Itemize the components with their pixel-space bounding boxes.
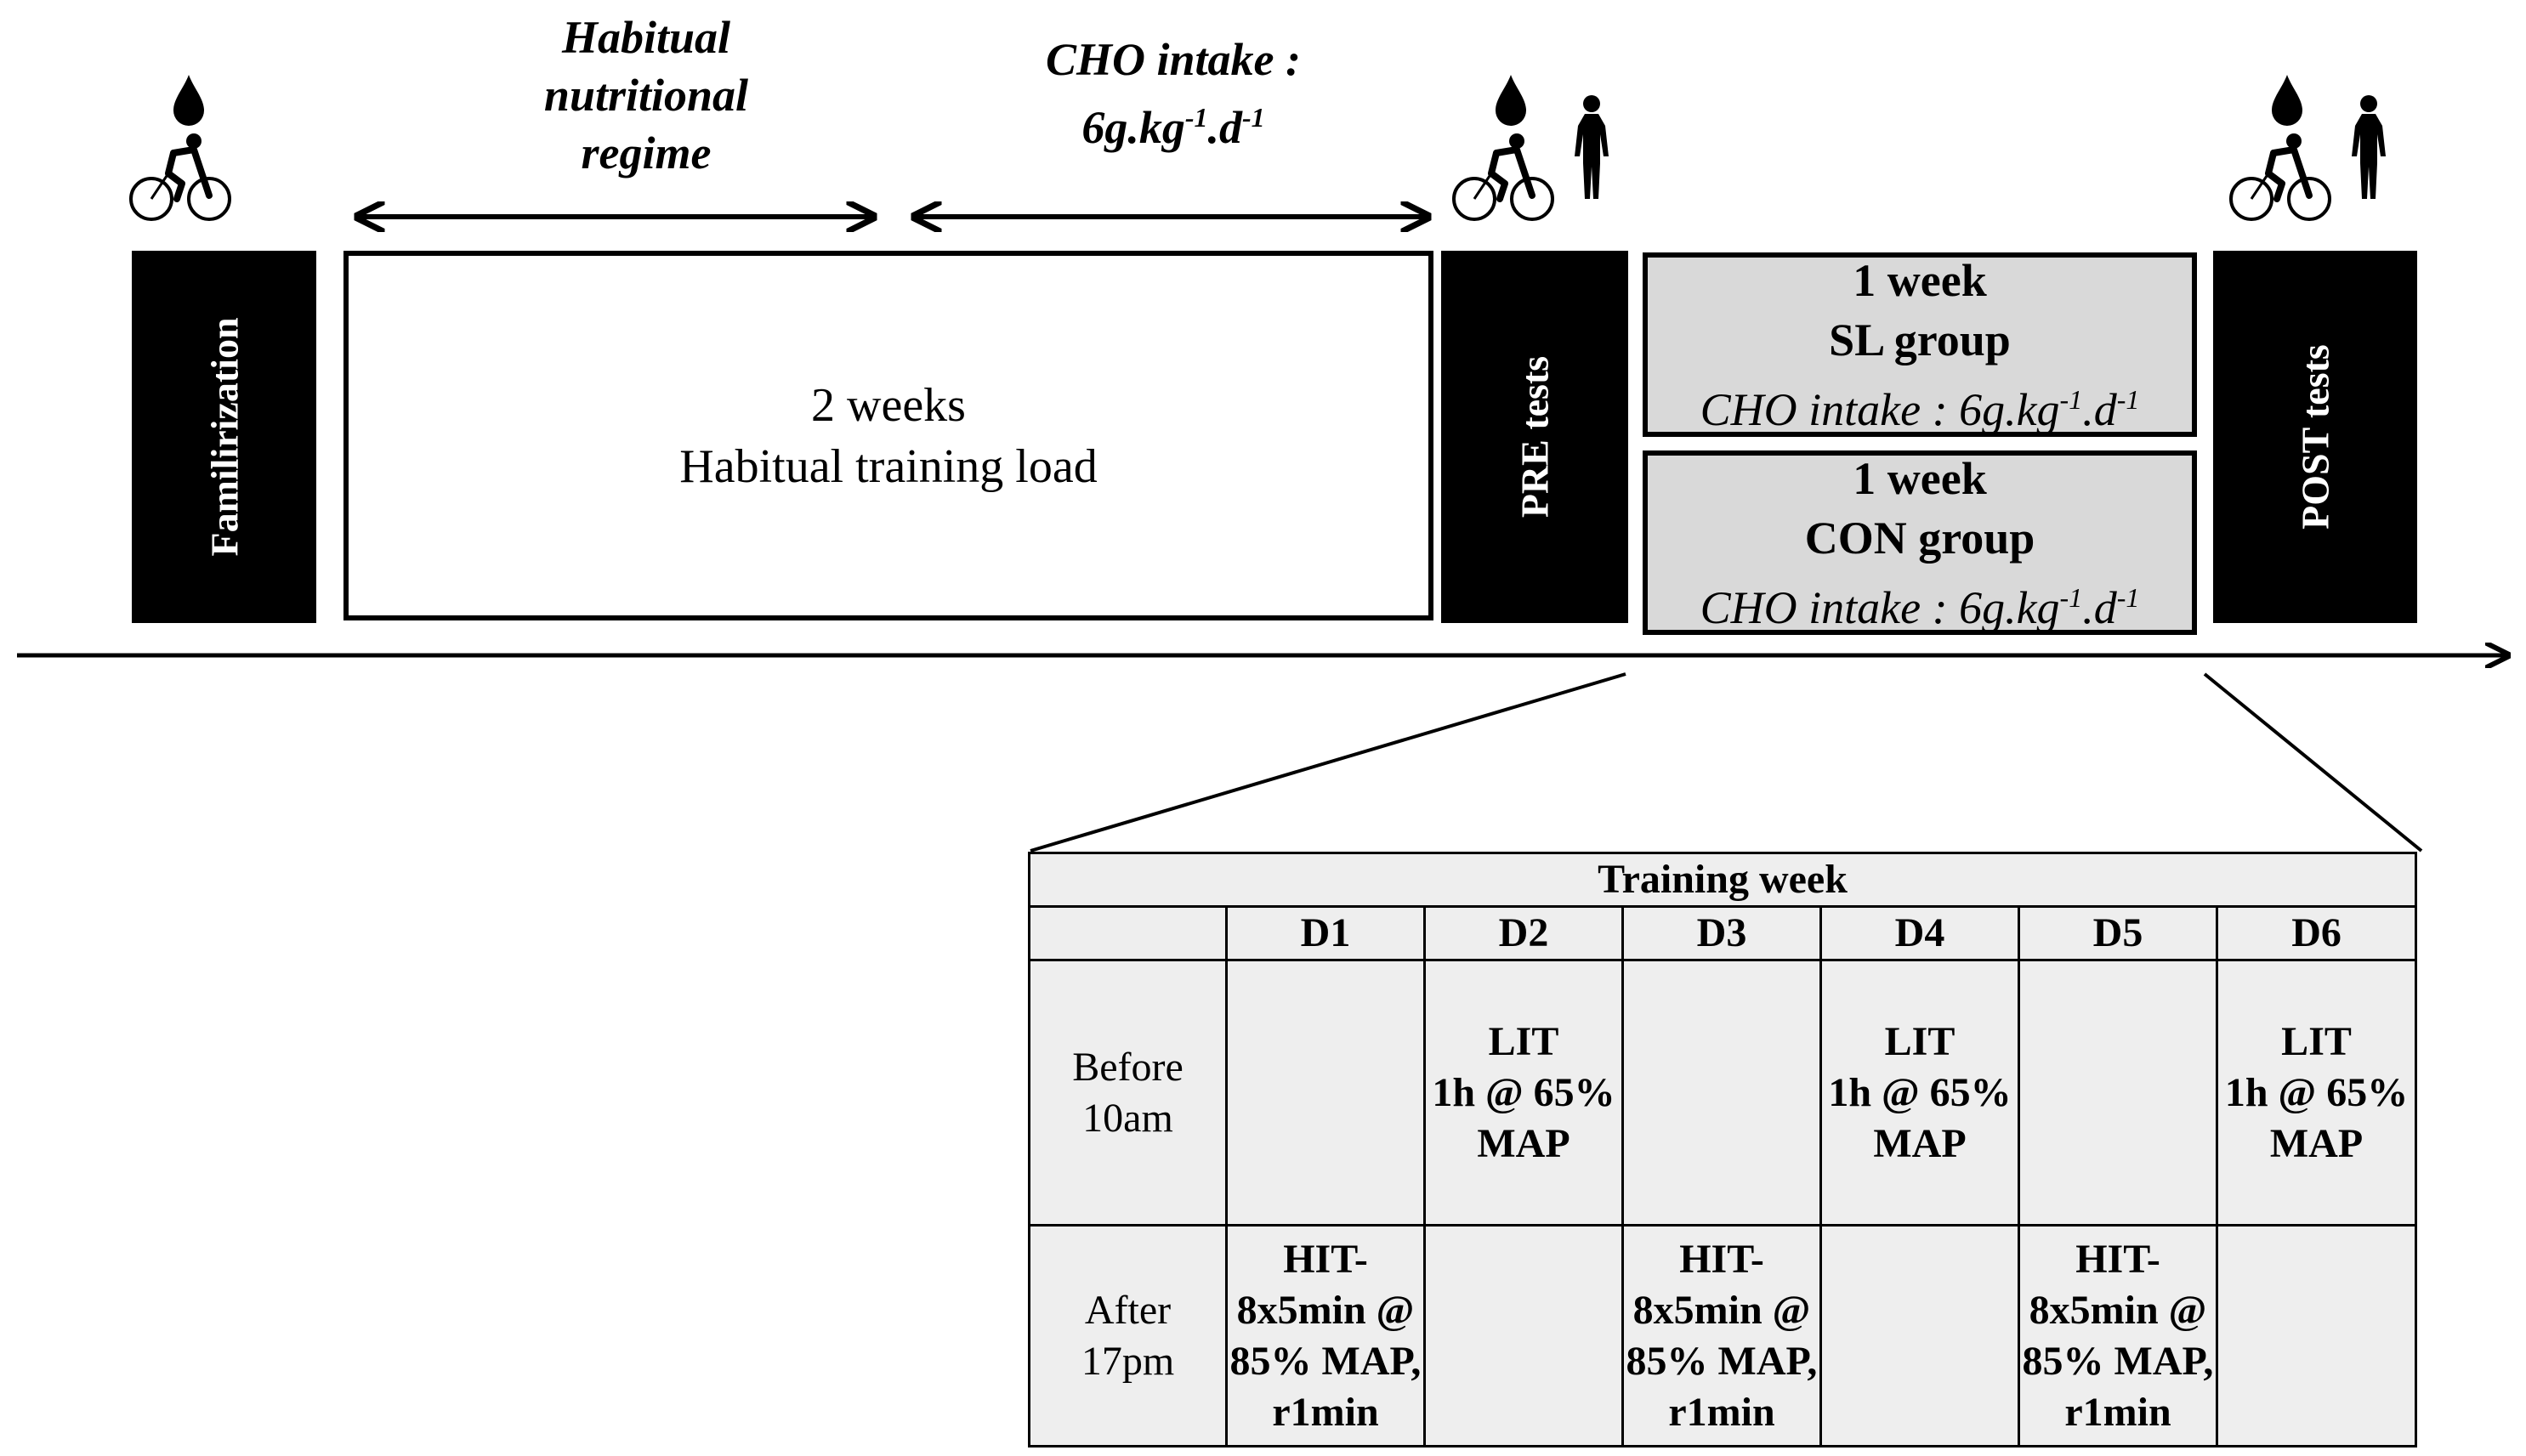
table-cell: HIT-8x5min @85% MAP,r1min — [1225, 1224, 1426, 1448]
body-icon — [2352, 95, 2386, 199]
habitual-label-line: nutritional — [543, 70, 749, 121]
cyclist-icon — [1454, 133, 1552, 219]
table-cell — [1423, 1224, 1624, 1448]
table-header-row: D1 D2 D3 D4 D5 D6 — [1028, 905, 2418, 961]
con-group-cho: CHO intake : 6g.kg-1.d-1 — [1700, 581, 2140, 633]
day-header: D4 — [1819, 905, 2020, 961]
day-header: D6 — [2215, 905, 2418, 961]
zoom-line-right — [2203, 672, 2423, 853]
sl-group-name: SL group — [1829, 314, 2011, 365]
drop-icon — [2272, 75, 2302, 126]
sl-group-box: 1 week SL group CHO intake : 6g.kg-1.d-1 — [1643, 252, 2197, 437]
cho-intake-line2: 6g.kg-1.d-1 — [1081, 102, 1265, 153]
day-header: D1 — [1225, 905, 1426, 961]
table-cell — [1819, 1224, 2020, 1448]
habitual-box-line2: Habitual training load — [679, 439, 1098, 493]
table-title-row: Training week — [1027, 852, 2418, 908]
familiarization-box: Familirization — [132, 251, 316, 623]
habitual-label-line: regime — [581, 127, 712, 178]
habitual-training-box: 2 weeks Habitual training load — [343, 251, 1433, 620]
con-group-name: CON group — [1804, 512, 2035, 564]
sl-group-duration: 1 week — [1853, 254, 1987, 306]
table-cell — [2215, 1224, 2418, 1448]
body-icon — [1575, 95, 1609, 199]
day-header: D3 — [1621, 905, 1822, 961]
cyclist-icon — [131, 133, 230, 219]
zoom-line-left — [1030, 672, 1626, 853]
day-header: D5 — [2018, 905, 2218, 961]
table-cell — [2018, 959, 2218, 1227]
drop-icon — [173, 75, 204, 126]
habitual-nutritional-regime-label: Habitual nutritional regime — [476, 8, 816, 182]
drop-icon — [1496, 75, 1526, 126]
table-cell: HIT-8x5min @85% MAP,r1min — [2018, 1224, 2218, 1448]
habitual-label-line: Habitual — [561, 12, 731, 63]
post-tests-box: POST tests — [2213, 251, 2417, 623]
table-cell — [1225, 959, 1426, 1227]
table-cell: HIT-8x5min @85% MAP,r1min — [1621, 1224, 1822, 1448]
habitual-box-line1: 2 weeks — [811, 378, 966, 432]
day-header: D2 — [1423, 905, 1624, 961]
training-week-title: Training week — [1027, 852, 2418, 908]
con-group-duration: 1 week — [1853, 452, 1987, 504]
con-group-box: 1 week CON group CHO intake : 6g.kg-1.d-… — [1643, 450, 2197, 635]
table-cell — [1621, 959, 1822, 1227]
sl-group-cho: CHO intake : 6g.kg-1.d-1 — [1700, 383, 2140, 435]
cyclist-icon — [2231, 133, 2330, 219]
cho-intake-line1: CHO intake : — [1045, 34, 1301, 85]
header-corner — [1028, 905, 1228, 961]
cho-intake-label: CHO intake : 6g.kg-1.d-1 — [969, 31, 1377, 156]
pre-tests-box: PRE tests — [1441, 251, 1628, 623]
